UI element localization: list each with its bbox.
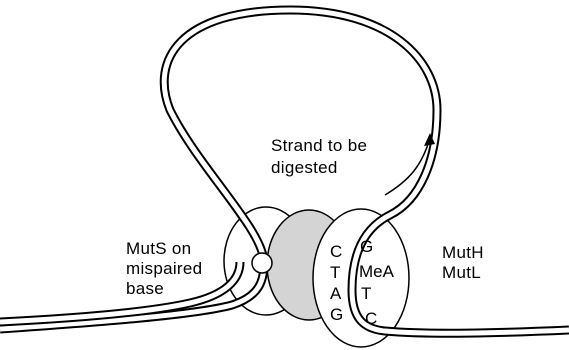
mismatch-bulge bbox=[252, 253, 272, 273]
strand-label-line1: Strand to be bbox=[271, 136, 367, 155]
base-right-2: MeA bbox=[359, 262, 394, 281]
strand-label-line2: digested bbox=[271, 158, 338, 177]
base-right-4: C bbox=[365, 309, 377, 328]
base-right-1: G bbox=[360, 237, 373, 256]
base-left-4: G bbox=[330, 305, 343, 324]
muts-label-line2: mispaired bbox=[126, 259, 202, 278]
muts-label-line3: base bbox=[126, 279, 164, 298]
base-left-1: C bbox=[330, 242, 342, 261]
mutl-label: MutL bbox=[442, 263, 481, 282]
muth-label: MutH bbox=[442, 243, 484, 262]
base-right-3: T bbox=[361, 284, 371, 303]
base-left-3: A bbox=[330, 284, 341, 303]
muts-label-line1: MutS on bbox=[126, 239, 191, 258]
base-left-2: T bbox=[330, 263, 340, 282]
